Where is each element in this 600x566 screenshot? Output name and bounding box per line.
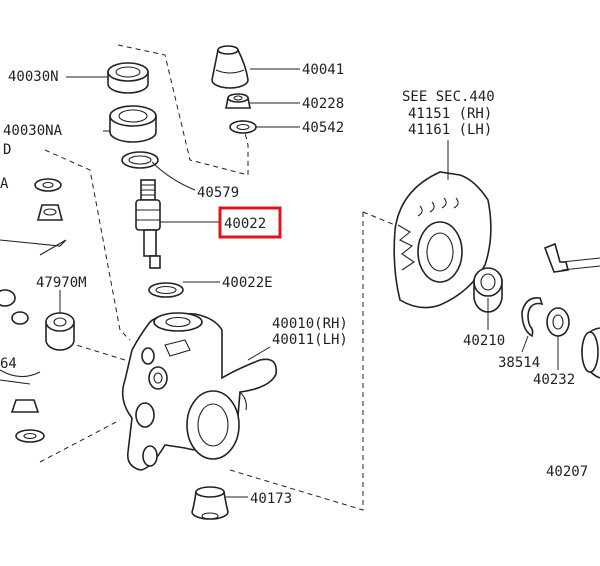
part-40542-washer	[229, 120, 257, 134]
label-edge-d: D	[3, 142, 11, 158]
label-edge-64: 64	[0, 356, 17, 372]
part-40041-boot	[211, 45, 249, 89]
part-40579-washer	[121, 151, 159, 169]
label-see-sec[interactable]: SEE SEC.440	[402, 89, 495, 105]
part-40173-boot	[191, 486, 229, 520]
part-40022-king-pin	[135, 179, 161, 269]
label-47970m[interactable]: 47970M	[36, 275, 87, 291]
part-40030na-bearing	[109, 105, 157, 143]
label-edge-a: A	[0, 176, 9, 192]
left-edge-fragments	[0, 178, 67, 443]
part-40207-hub	[543, 242, 600, 379]
part-38514-snap-ring	[521, 296, 544, 338]
label-40579[interactable]: 40579	[197, 185, 239, 201]
part-47970m-collar	[45, 312, 75, 351]
label-38514[interactable]: 38514	[498, 355, 540, 371]
part-40210-bearing	[473, 267, 503, 313]
label-40228[interactable]: 40228	[302, 96, 344, 112]
part-40022e-washer	[148, 282, 184, 298]
part-40228-nut	[225, 93, 251, 109]
part-40232-seal	[546, 307, 570, 337]
label-40207[interactable]: 40207	[546, 464, 588, 480]
label-40041[interactable]: 40041	[302, 62, 344, 78]
label-40022[interactable]: 40022	[224, 216, 266, 232]
label-41151[interactable]: 41151 (RH)	[408, 106, 492, 122]
label-40030n[interactable]: 40030N	[8, 69, 59, 85]
part-40030n-bearing	[107, 62, 149, 94]
label-40210[interactable]: 40210	[463, 333, 505, 349]
label-41161[interactable]: 41161 (LH)	[408, 122, 492, 138]
label-40232[interactable]: 40232	[533, 372, 575, 388]
label-40030na[interactable]: 40030NA	[3, 123, 63, 139]
leader-lines	[59, 68, 559, 498]
callout-labels: 40030N 40030NA 40041 40228 40542 40579 4…	[0, 62, 588, 507]
label-40010[interactable]: 40010(RH)	[272, 316, 348, 332]
part-40010-knuckle	[121, 312, 277, 471]
label-40173[interactable]: 40173	[250, 491, 292, 507]
part-41151-backing-plate	[393, 171, 492, 309]
label-40011[interactable]: 40011(LH)	[272, 332, 348, 348]
label-40022e[interactable]: 40022E	[222, 275, 273, 291]
label-40542[interactable]: 40542	[302, 120, 344, 136]
highlight-box-40022	[218, 206, 282, 239]
